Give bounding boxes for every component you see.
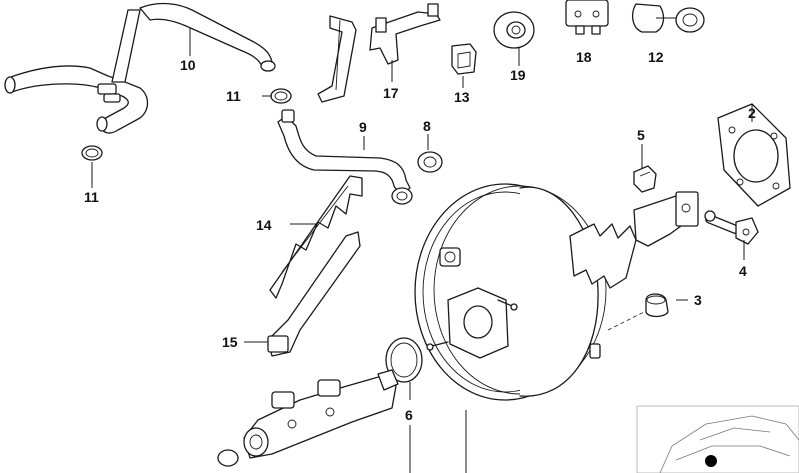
holder-17[interactable] <box>369 3 441 65</box>
callout-11-lower[interactable]: 11 <box>84 189 99 205</box>
callout-6[interactable]: 6 <box>405 407 413 423</box>
location-marker <box>705 455 717 467</box>
leader-lines <box>91 28 753 473</box>
callout-8[interactable]: 8 <box>423 118 431 134</box>
callout-9[interactable]: 9 <box>359 119 367 135</box>
brake-booster[interactable] <box>414 183 607 401</box>
callout-5[interactable]: 5 <box>637 127 645 143</box>
vacuum-hose-10[interactable] <box>4 2 276 134</box>
assembly-centerline <box>607 311 645 331</box>
master-cylinder[interactable] <box>217 369 399 467</box>
callout-11-upper[interactable]: 11 <box>226 88 241 104</box>
callout-labels: 10 11 11 17 13 19 18 12 9 8 2 5 4 14 3 1… <box>84 49 756 423</box>
pushrod-bellows[interactable] <box>569 191 699 289</box>
block-18[interactable] <box>565 0 609 35</box>
vacuum-hose-9[interactable] <box>277 109 413 205</box>
grommet-19[interactable] <box>493 11 535 49</box>
bracket-14[interactable] <box>269 175 363 299</box>
callout-18[interactable]: 18 <box>576 49 592 65</box>
callout-14[interactable]: 14 <box>256 217 272 233</box>
hose-clamp-11-upper[interactable] <box>270 88 292 104</box>
clip-5[interactable] <box>633 165 657 193</box>
callout-12[interactable]: 12 <box>648 49 664 65</box>
grommet-13[interactable] <box>451 43 477 75</box>
pin-4[interactable] <box>704 210 759 245</box>
seal-3[interactable] <box>645 293 669 318</box>
bracket-15[interactable] <box>267 231 361 357</box>
hose-clamp-11-lower[interactable] <box>81 145 103 161</box>
o-ring-6[interactable] <box>385 337 423 383</box>
clip-12[interactable] <box>631 3 705 33</box>
seal-8[interactable] <box>417 151 443 173</box>
vehicle-locator-thumbnail <box>636 405 799 473</box>
callout-3[interactable]: 3 <box>694 292 702 308</box>
gasket-2[interactable] <box>717 103 791 207</box>
callout-4[interactable]: 4 <box>739 263 747 279</box>
bracket-upper[interactable] <box>317 15 357 103</box>
callout-2[interactable]: 2 <box>748 105 756 121</box>
callout-19[interactable]: 19 <box>510 67 526 83</box>
callout-17[interactable]: 17 <box>383 85 399 101</box>
callout-13[interactable]: 13 <box>454 89 470 105</box>
callout-15[interactable]: 15 <box>222 334 238 350</box>
callout-10[interactable]: 10 <box>180 57 196 73</box>
